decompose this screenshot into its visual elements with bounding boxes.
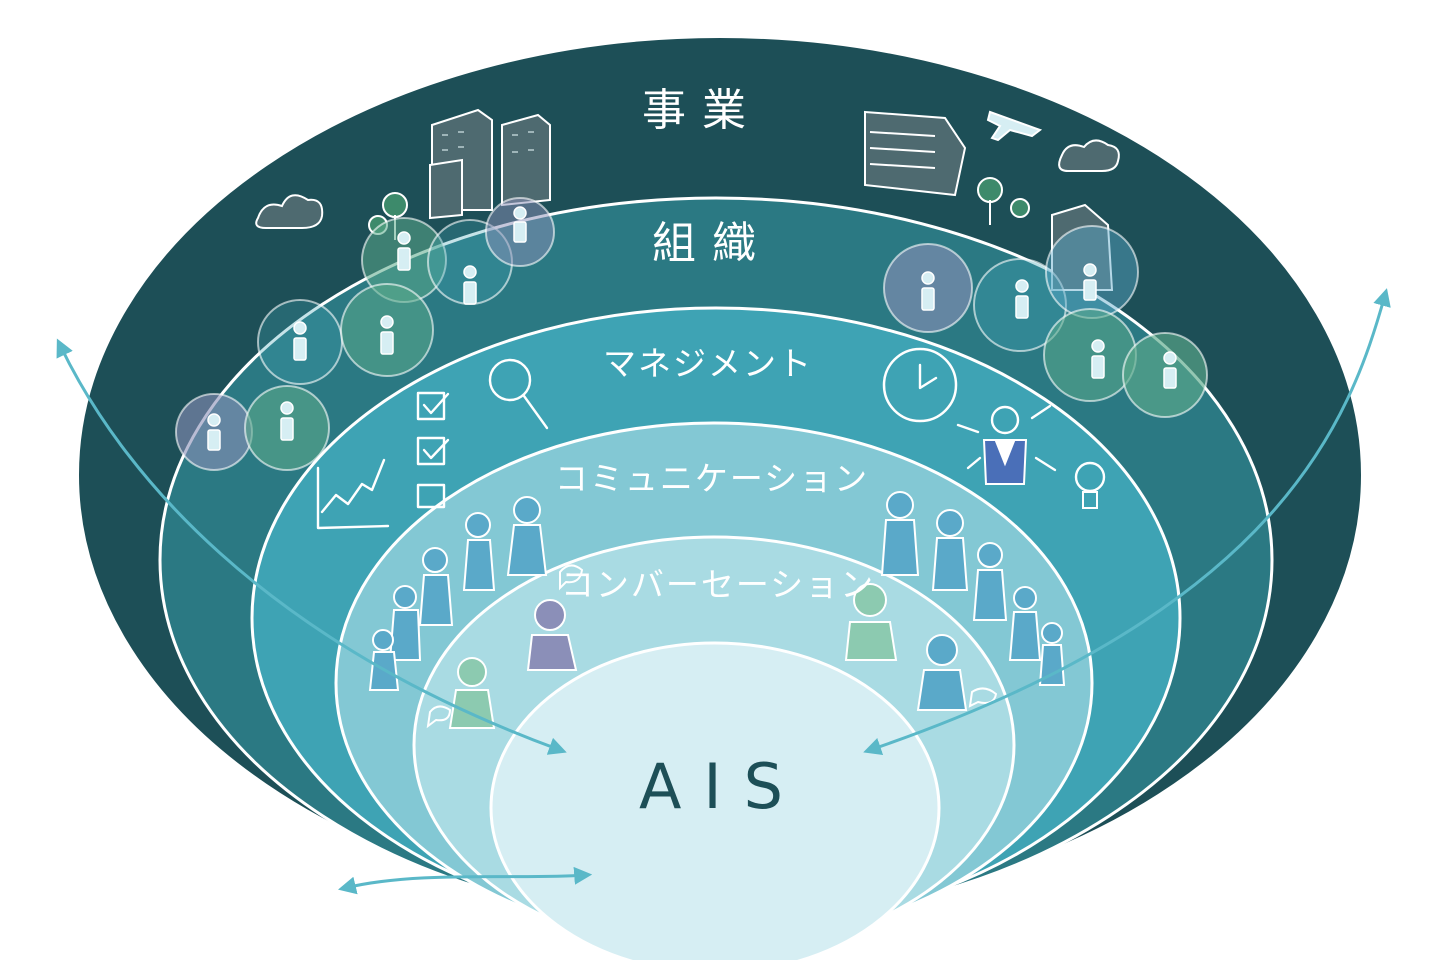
tree-icon	[977, 177, 1030, 225]
building-icon	[864, 110, 967, 197]
cloud-icon	[1058, 139, 1120, 172]
layer-label-business: 事業	[642, 85, 762, 136]
layer-label-management: マネジメント	[603, 344, 813, 383]
layer-label-communication: コミュニケーション	[555, 459, 869, 498]
layer-ais-core	[489, 641, 941, 964]
layer-label-organization: 組織	[652, 218, 772, 269]
airplane-icon	[986, 110, 1043, 142]
building-icon	[429, 108, 551, 220]
cloud-icon	[255, 194, 324, 229]
arrow-icon	[56, 288, 1391, 895]
layer-label-conversation: コンバーセーション	[561, 565, 875, 604]
core-label-ais: AIS	[639, 750, 805, 823]
clock-icon	[882, 347, 958, 423]
